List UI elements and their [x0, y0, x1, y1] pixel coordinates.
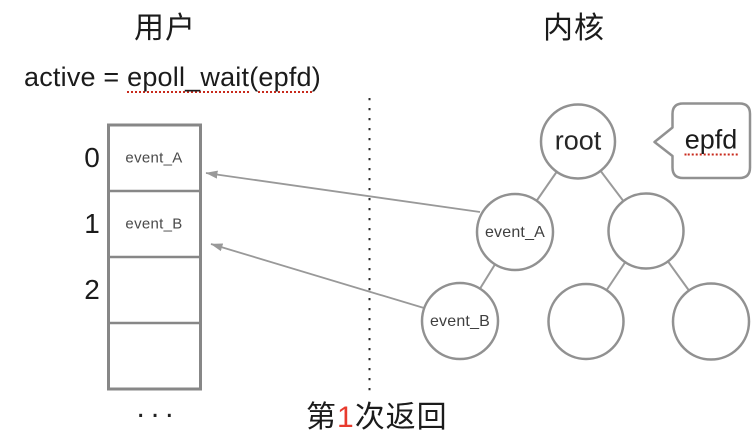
array-cell-1: event_B [125, 215, 183, 233]
copy-arrows [205, 170, 481, 309]
array-cell-0: event_A [125, 149, 183, 167]
array-ellipsis: ... [136, 391, 180, 424]
root-node-label: root [554, 125, 602, 156]
epfd-callout-bubble [653, 102, 752, 180]
array-index-1: 1 [84, 208, 100, 239]
node-eventB [420, 281, 500, 361]
node-right-child [607, 192, 685, 270]
node-root [539, 103, 617, 180]
formula-prefix: active = [24, 62, 128, 92]
array-index-2: 2 [84, 274, 100, 305]
arrow-eventA-to-slot0 [205, 170, 481, 213]
formula-close-paren: ) [311, 62, 321, 92]
epfd-bubble-text: epfd [684, 124, 738, 156]
formula-function-name: epoll_wait [127, 62, 250, 93]
node-empty-right [671, 282, 751, 361]
caption-round-number: 1 [337, 401, 355, 434]
node-empty-mid [547, 282, 625, 361]
eventB-node-label: event_B [429, 313, 491, 330]
tree-nodes [420, 103, 751, 361]
formula-argument: epfd [258, 62, 312, 93]
node-eventA [475, 192, 555, 272]
caption-prefix: 第 [306, 401, 337, 434]
user-space-title: 用户 [134, 12, 196, 45]
caption-suffix: 次返回 [354, 401, 448, 434]
formula-open-paren: ( [249, 62, 259, 92]
epfd-bubble-label: epfd [684, 124, 738, 156]
array-index-0: 0 [84, 142, 100, 173]
epoll-wait-formula: active = epoll_wait(epfd) [24, 61, 321, 93]
eventA-node-label: event_A [484, 224, 546, 241]
kernel-space-title: 内核 [543, 12, 605, 45]
events-array [107, 123, 202, 391]
return-round-caption: 第1次返回 [306, 401, 448, 435]
arrow-eventB-to-slot1 [210, 243, 425, 309]
